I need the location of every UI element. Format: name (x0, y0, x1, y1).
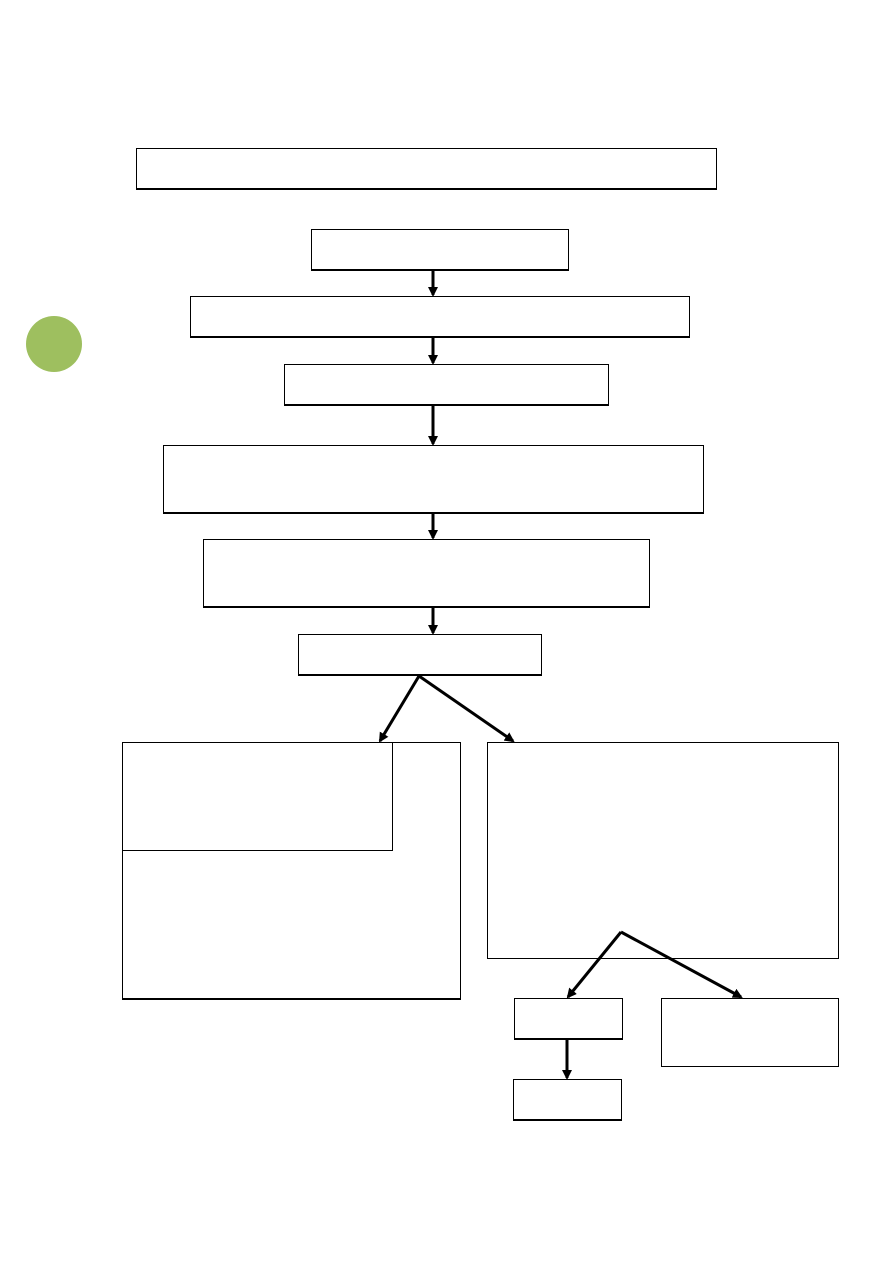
arrow-step6-to-right-branch (418, 674, 515, 743)
right-branch-box (487, 742, 839, 959)
right-sub-box-2 (661, 998, 839, 1067)
right-sub-box-1-next (513, 1079, 622, 1121)
arrow-step6-to-left-branch (378, 675, 421, 743)
right-sub-box-1 (514, 998, 623, 1040)
flow-step-3 (284, 364, 609, 406)
flow-step-2 (190, 296, 690, 338)
left-branch-inner-box (123, 743, 393, 851)
green-circle-marker (26, 316, 82, 372)
arrow-right-branch-to-sub2 (620, 930, 743, 999)
flow-step-1 (311, 229, 569, 271)
arrow-right-branch-to-sub1 (566, 931, 623, 999)
title-box (136, 148, 717, 190)
flow-step-5 (203, 539, 650, 608)
flow-step-4 (163, 445, 704, 514)
